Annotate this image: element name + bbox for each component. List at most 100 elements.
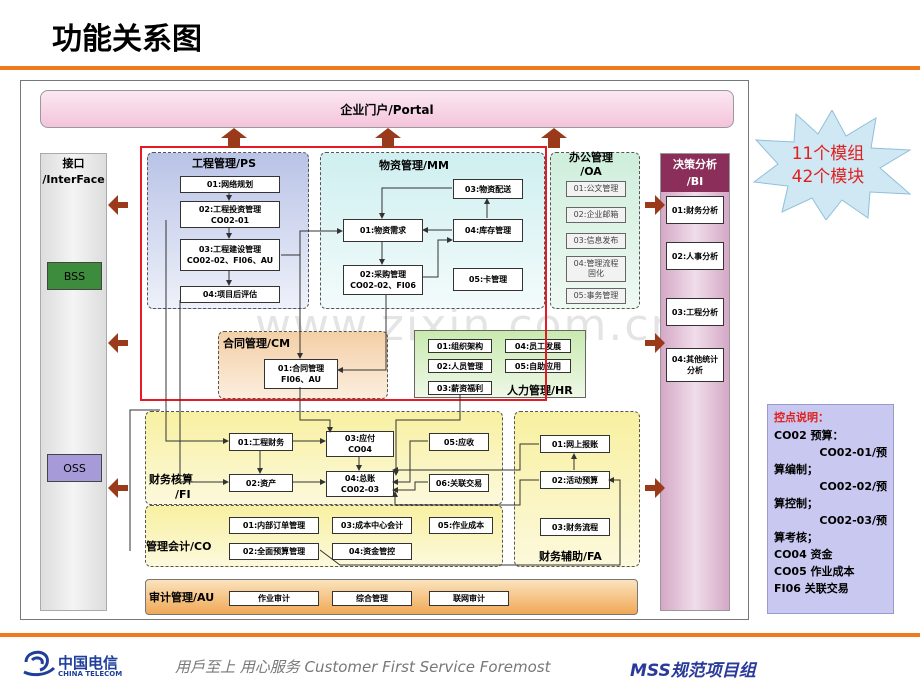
co-internal-orders: 01:内部订单管理	[229, 517, 319, 534]
bi-item-hr: 02:人事分析	[666, 242, 724, 270]
fa-group: 01:网上报账 02:活动预算 03:财务流程 财务辅助/FA	[514, 411, 640, 567]
page-title: 功能关系图	[52, 22, 202, 57]
hr-group: 01:组织架构 02:人员管理 03:薪资福利 04:员工发展 05:自助应用 …	[414, 330, 586, 398]
legend-line: 算控制；	[774, 497, 818, 510]
mm-card-mgmt: 05:卡管理	[453, 268, 523, 291]
control-point-legend: 控点说明： CO02 预算： CO02-01/预 算编制； CO02-02/预 …	[767, 404, 894, 614]
legend-line: 算考核；	[774, 531, 818, 544]
ps-construction-mgmt: 03:工程建设管理 CO02-02、FI06、AU	[180, 239, 280, 271]
au-network-audit: 联网审计	[429, 591, 509, 606]
line-mm-procure-inv	[423, 237, 453, 278]
fi-receivables: 05:应收	[429, 433, 489, 451]
ps-investment-mgmt: 02:工程投资管理 CO02-01	[180, 201, 280, 228]
legend-line: CO02-03/预	[819, 514, 887, 527]
starburst-modules: 11个模组	[791, 144, 865, 164]
fi-title: 财务核算 /FI	[149, 472, 193, 502]
footer-slogan: 用戶至上 用心服务 Customer First Service Foremos…	[175, 658, 551, 676]
logo-text-cn: 中国电信	[58, 654, 119, 672]
bi-title-cn: 决策分析	[673, 158, 717, 171]
fi-payables-code: CO04	[348, 445, 372, 454]
co-cost-center: 03:成本中心会计	[332, 517, 412, 534]
co-budget-mgmt: 02:全面预算管理	[229, 543, 319, 560]
cm-contract-mgmt: 01:合同管理 FI06、AU	[264, 359, 338, 389]
co-group: 管理会计/CO 01:内部订单管理 02:全面预算管理 03:成本中心会计 04…	[145, 505, 503, 567]
highlight-frame	[140, 146, 547, 401]
legend-line: 算编制；	[774, 463, 818, 476]
fi-ledger-label: 04:总账	[344, 474, 376, 483]
mm-inventory: 04:库存管理	[453, 219, 523, 242]
legend-line: CO04 资金	[774, 548, 833, 561]
legend-line: FI06 关联交易	[774, 582, 849, 595]
au-operation-audit: 作业审计	[229, 591, 319, 606]
bi-title: 决策分析 /BI	[661, 154, 729, 192]
hr-payroll: 03:薪资福利	[428, 381, 492, 395]
bi-column: 决策分析 /BI 01:财务分析 02:人事分析 03:工程分析 04:其他统计…	[660, 153, 730, 611]
fi-related-transactions: 06:关联交易	[429, 474, 489, 492]
fi-title-cn: 财务核算	[149, 473, 193, 486]
hr-self-service: 05:自助应用	[505, 359, 571, 373]
footer-project: MSS规范项目组	[630, 661, 756, 681]
ps-investment-label: 02:工程投资管理	[198, 204, 262, 214]
line-cm-fi	[299, 387, 333, 433]
footer-divider	[0, 633, 920, 637]
bi-title-en: /BI	[686, 175, 704, 188]
starburst-text: 11个模组 42个模块	[768, 143, 888, 189]
arrow-right-1	[645, 195, 665, 215]
oa-document-mgmt: 01:公文管理	[566, 181, 626, 197]
line-fi-rec-ledger	[392, 440, 428, 485]
arrow-up-2	[375, 128, 401, 148]
oa-mailbox: 02:企业邮箱	[566, 207, 626, 223]
arrow-up-3	[541, 128, 567, 148]
bss-box: BSS	[47, 262, 102, 290]
arrow-right-3	[645, 478, 665, 498]
line-ps-fi	[165, 220, 229, 444]
line-mm-dist-demand	[379, 187, 452, 219]
oa-affairs-mgmt: 05:事务管理	[566, 288, 626, 304]
ps-post-evaluation: 04:项目后评估	[180, 286, 280, 303]
ps-title: 工程管理/PS	[192, 157, 257, 170]
fi-title-en: /FI	[175, 488, 191, 501]
oss-box: OSS	[47, 454, 102, 482]
logo-text-en: CHINA TELECOM	[58, 670, 123, 678]
legend-line: CO02-01/预	[819, 446, 887, 459]
line-fa-fi	[392, 443, 539, 473]
starburst-submodules: 42个模块	[791, 167, 865, 187]
fi-engineering-finance: 01:工程财务	[229, 433, 293, 451]
ps-construction-code: CO02-02、FI06、AU	[186, 256, 274, 265]
portal-bar: 企业门户/Portal	[40, 90, 734, 128]
starburst-badge	[752, 110, 912, 220]
au-group: 审计管理/AU 作业审计 综合管理 联网审计	[145, 579, 638, 615]
header-divider	[0, 66, 920, 70]
arrow-left-3	[108, 478, 128, 498]
line-if-co	[129, 409, 160, 551]
fi-assets: 02:资产	[229, 474, 293, 492]
line-fa-ledger	[392, 479, 539, 506]
mm-procurement: 02:采购管理 CO02-02、FI06	[343, 265, 423, 295]
co-title: 管理会计/CO	[146, 540, 212, 553]
cm-group: 合同管理/CM 01:合同管理 FI06、AU	[218, 331, 388, 399]
legend-line: CO02-02/预	[819, 480, 887, 493]
arrow-left-2	[108, 333, 128, 353]
fa-title: 财务辅助/FA	[539, 550, 602, 563]
mm-group: 物资管理/MM 01:物资需求 02:采购管理 CO02-02、FI06 03:…	[320, 152, 545, 309]
arrow-left-1	[108, 195, 128, 215]
line-co-fa	[319, 477, 621, 566]
bi-item-finance: 01:财务分析	[666, 196, 724, 224]
hr-personnel: 02:人员管理	[428, 359, 492, 373]
co-activity-cost: 05:作业成本	[429, 517, 493, 534]
arrow-up-1	[221, 128, 247, 148]
co-fund-control: 04:资金管控	[332, 543, 412, 560]
line-ps-fi-asset	[179, 300, 229, 485]
cm-title: 合同管理/CM	[223, 337, 291, 350]
ps-network-planning: 01:网络规划	[180, 176, 280, 193]
mm-procurement-code: CO02-02、FI06	[350, 281, 416, 290]
fa-finance-process: 03:财务流程	[540, 518, 610, 536]
line-hr-fi	[393, 395, 461, 476]
interface-title: 接口 /InterFace	[41, 156, 106, 188]
oa-title: 办公管理 /OA	[569, 151, 613, 179]
oa-group: 办公管理 /OA 01:公文管理 02:企业邮箱 03:信息发布 04:管理流程…	[550, 151, 640, 309]
line-ps-mm	[281, 228, 343, 256]
hr-title: 人力管理/HR	[507, 384, 573, 397]
interface-title-cn: 接口	[62, 157, 85, 170]
